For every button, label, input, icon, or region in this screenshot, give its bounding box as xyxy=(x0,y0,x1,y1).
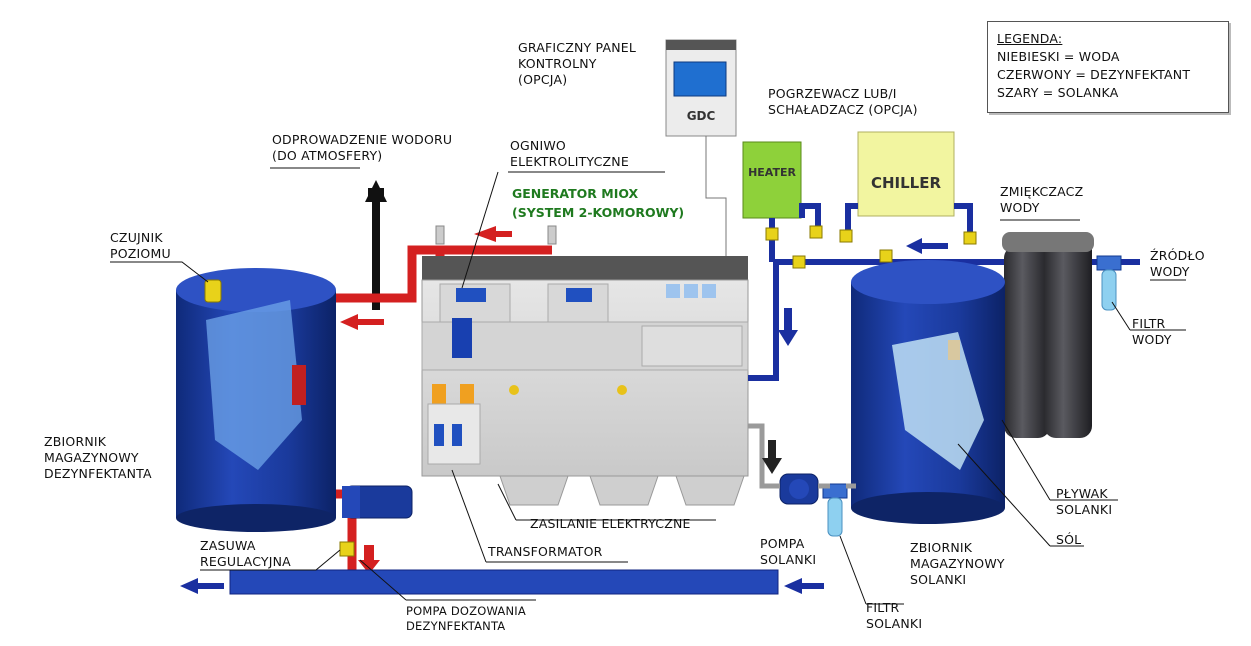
gdc-control-panel: GDC xyxy=(665,39,737,137)
electrolytic-cell-label: OGNIWO ELEKTROLITYCZNE xyxy=(510,138,629,169)
water-flow-arrows xyxy=(180,238,948,594)
transformer-label: TRANSFORMATOR xyxy=(488,544,603,559)
leader-lines xyxy=(110,167,1186,605)
heater-unit: HEATER xyxy=(742,141,802,219)
brine-pipes xyxy=(748,423,856,489)
miox-generator xyxy=(421,256,749,506)
hydrogen-vent-pipe xyxy=(365,180,387,310)
water-softener xyxy=(1002,232,1094,438)
hydrogen-vent-label: ODPROWADZENIE WODORU (DO ATMOSFERY) xyxy=(272,132,453,163)
brine-storage-tank xyxy=(851,260,1005,524)
salt-label: SÓL xyxy=(1056,532,1082,547)
chiller-text: CHILLER xyxy=(871,174,942,192)
control-valve xyxy=(339,541,355,557)
chiller-unit: CHILLER xyxy=(857,131,955,217)
generator-title: GENERATOR MIOX (SYSTEM 2-KOMOROWY) xyxy=(512,186,684,220)
brine-filter xyxy=(822,483,848,537)
legend-item-brine: SZARY = SOLANKA xyxy=(997,85,1119,100)
main-water-pipe xyxy=(229,569,779,595)
heater-chiller-label: POGRZEWACZ LUB/I SCHAŁADZACZ (OPCJA) xyxy=(768,86,918,117)
disinfectant-dosing-pump xyxy=(342,485,413,519)
brine-pump-label: POMPA SOLANKI xyxy=(760,536,817,567)
disinfectant-storage-tank xyxy=(176,268,336,532)
water-softener-label: ZMIĘKCZACZ WODY xyxy=(1000,184,1084,215)
brine-pump xyxy=(779,473,819,505)
gdc-text: GDC xyxy=(687,109,716,123)
dosing-pump-label: POMPA DOZOWANIA DEZYNFEKTANTA xyxy=(406,604,526,633)
brine-filter-label: FILTR SOLANKI xyxy=(866,600,923,631)
brine-tank-label: ZBIORNIK MAGAZYNOWY SOLANKI xyxy=(910,540,1005,587)
control-valve-label: ZASUWA REGULACYJNA xyxy=(200,538,291,569)
pipe-fittings xyxy=(435,225,557,245)
heater-text: HEATER xyxy=(748,166,796,179)
water-valves xyxy=(765,225,977,269)
water-filter-label: FILTR WODY xyxy=(1132,316,1172,347)
disinfectant-tank-label: ZBIORNIK MAGAZYNOWY DEZYNFEKTANTA xyxy=(44,434,152,481)
water-source-label: ŹRÓDŁO WODY xyxy=(1150,248,1205,279)
power-supply-label: ZASILANIE ELEKTRYCZNE xyxy=(530,516,691,531)
brine-float-label: PŁYWAK SOLANKI xyxy=(1056,486,1113,517)
panel-cable xyxy=(705,136,727,258)
brine-flow-arrow xyxy=(762,440,782,474)
legend-item-disinfectant: CZERWONY = DEZYNFEKTANT xyxy=(997,67,1191,82)
legend-box: LEGENDA: NIEBIESKI = WODA CZERWONY = DEZ… xyxy=(987,21,1229,113)
legend-title: LEGENDA: xyxy=(997,31,1063,46)
water-filter xyxy=(1096,255,1122,311)
legend-item-water: NIEBIESKI = WODA xyxy=(997,49,1120,64)
disinfectant-flow-arrows xyxy=(340,226,512,574)
level-sensor xyxy=(204,279,222,303)
panel-label: GRAFICZNY PANEL KONTROLNY (OPCJA) xyxy=(518,40,637,87)
level-sensor-label: CZUJNIK POZIOMU xyxy=(110,230,171,261)
